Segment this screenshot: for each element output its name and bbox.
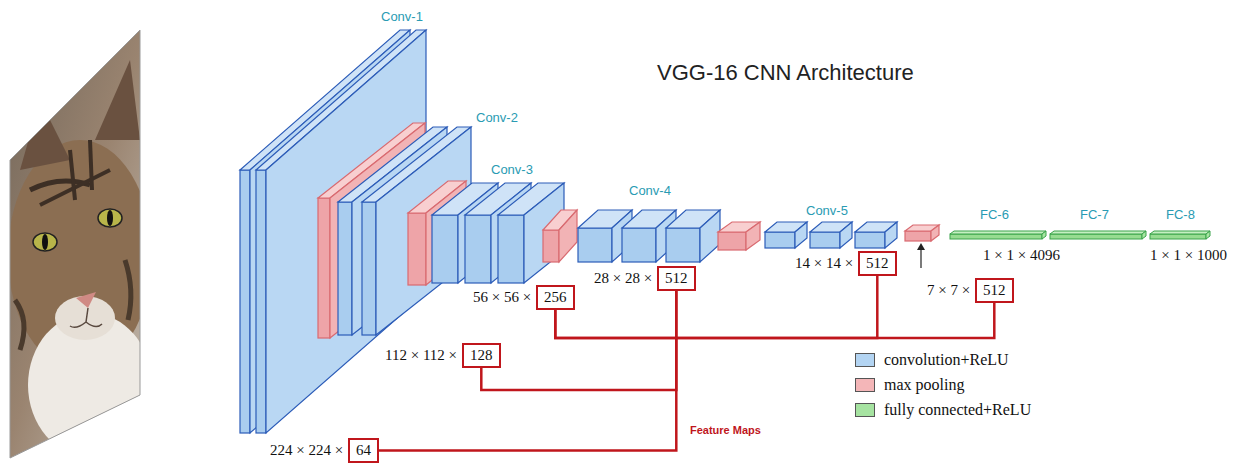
layer-name: Conv-4 xyxy=(629,183,671,198)
dimension-label: 1 × 1 × 4096 xyxy=(983,247,1060,264)
dimension-label: 112 × 112 × xyxy=(385,347,457,364)
feature-count: 512 xyxy=(866,255,889,272)
legend-text: convolution+ReLU xyxy=(884,350,1009,370)
cat-photo xyxy=(0,20,152,466)
layer-name: Conv-1 xyxy=(381,9,423,24)
dimension-label: 1 × 1 × 1000 xyxy=(1150,247,1227,264)
legend-text: max pooling xyxy=(884,375,964,395)
feature-map-connector xyxy=(481,291,676,390)
dimension-label: 224 × 224 × xyxy=(270,442,343,459)
feature-map-connector xyxy=(379,291,676,451)
feature-count-box: 512 xyxy=(657,266,696,291)
pool-arrow xyxy=(917,243,925,268)
feature-maps-note: Feature Maps xyxy=(690,424,761,437)
feature-count: 64 xyxy=(356,442,371,459)
layer-name: FC-7 xyxy=(1080,207,1109,222)
feature-count: 256 xyxy=(544,289,567,306)
feature-count-box: 256 xyxy=(536,285,575,310)
feature-count: 512 xyxy=(665,270,688,287)
feature-count-box: 64 xyxy=(348,438,379,463)
feature-count: 512 xyxy=(983,282,1006,299)
legend-swatch xyxy=(855,403,875,417)
legend-swatch xyxy=(855,353,875,367)
dimension-label: 28 × 28 × xyxy=(594,270,652,287)
conv3-blocks xyxy=(408,181,564,285)
dimension-label: 7 × 7 × xyxy=(927,282,970,299)
conv5-blocks xyxy=(718,222,939,250)
dimension-label: 56 × 56 × xyxy=(473,289,531,306)
layer-name: FC-6 xyxy=(980,207,1009,222)
layer-name: Conv-5 xyxy=(806,203,848,218)
feature-count-box: 512 xyxy=(975,278,1014,303)
diagram-title: VGG-16 CNN Architecture xyxy=(657,60,914,86)
layer-name: Conv-2 xyxy=(476,110,518,125)
layer-name: FC-8 xyxy=(1166,207,1195,222)
feature-count-box: 512 xyxy=(858,251,897,276)
feature-count: 128 xyxy=(470,347,493,364)
conv4-blocks xyxy=(543,210,720,262)
layer-name: Conv-3 xyxy=(491,162,533,177)
conv2-blocks xyxy=(318,123,471,338)
legend-text: fully connected+ReLU xyxy=(884,400,1031,420)
dimension-label: 14 × 14 × xyxy=(795,255,853,272)
feature-map-connector xyxy=(555,303,994,338)
feature-count-box: 128 xyxy=(462,343,501,368)
fc-bars xyxy=(950,231,1210,239)
legend-swatch xyxy=(855,378,875,392)
